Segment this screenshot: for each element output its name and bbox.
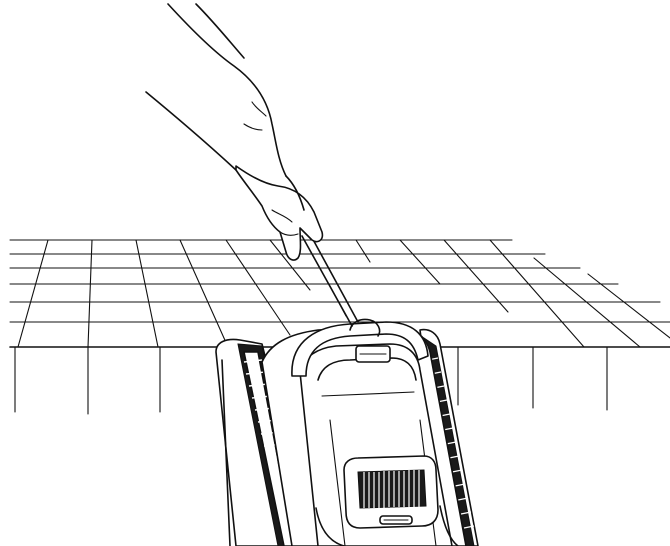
pool-robot xyxy=(216,319,478,546)
hand-arm xyxy=(146,4,322,260)
power-cable xyxy=(302,234,358,326)
front-grille xyxy=(344,456,438,528)
